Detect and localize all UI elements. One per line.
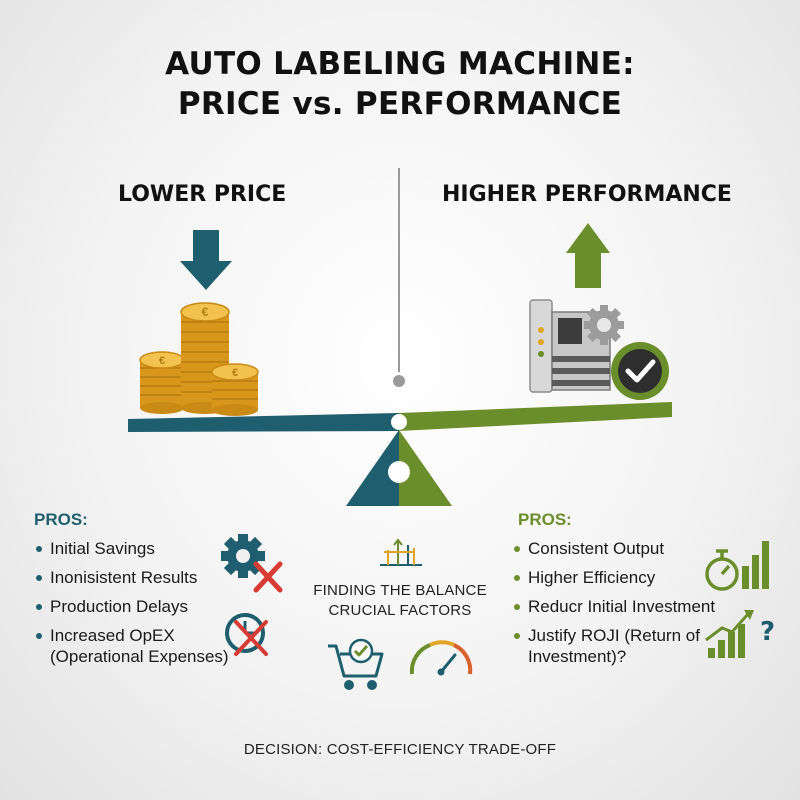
list-item-line-2: (Operational Expenses)	[50, 647, 229, 666]
red-x-icon	[253, 561, 283, 593]
list-item-line-1: Justify ROJI (Return of	[528, 626, 700, 645]
gauge-icon	[409, 640, 473, 676]
right-pros-list: Consistent Output Higher Efficiency Redu…	[512, 538, 715, 675]
growth-chart-question-icon: ?	[705, 610, 775, 658]
stopwatch-icon	[705, 549, 739, 591]
left-pros-list: Initial Savings Inonisistent Results Pro…	[34, 538, 229, 675]
check-badge-icon	[611, 342, 669, 400]
fulcrum-hole	[388, 461, 410, 483]
pivot-dot	[393, 375, 405, 387]
right-pros-label: PROS:	[518, 510, 572, 529]
lower-price-heading: LOWER PRICE	[118, 182, 287, 207]
list-item: Production Delays	[34, 596, 229, 617]
decision-footer: DECISION: COST-EFFICIENCY TRADE-OFF	[243, 741, 557, 758]
list-item-continuation: Investment)?	[512, 646, 715, 667]
balance-heading: FINDING THE BALANCE	[313, 582, 487, 599]
fulcrum-left	[346, 430, 399, 506]
beam-pivot	[391, 414, 407, 430]
gear-icon	[221, 534, 265, 578]
beam-right	[399, 402, 672, 431]
clock-crossed-icon	[225, 613, 268, 656]
factory-icon	[380, 538, 422, 566]
svg-text:€: €	[159, 355, 165, 367]
list-item: Increased OpEX	[34, 625, 229, 646]
list-item: Justify ROJI (Return of	[512, 625, 715, 646]
bar-chart-icon	[742, 541, 769, 589]
higher-performance-heading: HIGHER PERFORMANCE	[442, 182, 732, 207]
list-item: Higher Efficiency	[512, 567, 715, 588]
svg-text:?: ?	[760, 617, 775, 647]
list-item: Reducr Initial Investment	[512, 596, 715, 617]
svg-text:€: €	[232, 367, 238, 379]
list-item-line-2: Investment)?	[528, 647, 627, 666]
svg-text:€: €	[202, 305, 209, 319]
left-pros-label: PROS:	[34, 510, 88, 529]
euro-coins-icon: € € €	[139, 302, 259, 416]
down-arrow-icon	[180, 230, 232, 290]
beam-left	[128, 413, 399, 432]
shopping-cart-check-icon	[328, 638, 384, 690]
list-item: Consistent Output	[512, 538, 715, 559]
page-title-line-1: AUTO LABELING MACHINE:	[165, 46, 635, 82]
list-item: Initial Savings	[34, 538, 229, 559]
list-item-continuation: (Operational Expenses)	[34, 646, 229, 667]
list-item: Inonisistent Results	[34, 567, 229, 588]
up-arrow-icon	[566, 223, 610, 288]
list-item-line-1: Increased OpEX	[50, 626, 175, 645]
balance-subheading: CRUCIAL FACTORS	[328, 602, 472, 619]
page-title-line-2: PRICE vs. PERFORMANCE	[177, 86, 623, 122]
fulcrum-right	[399, 430, 452, 506]
labeling-machine-icon	[529, 299, 624, 393]
